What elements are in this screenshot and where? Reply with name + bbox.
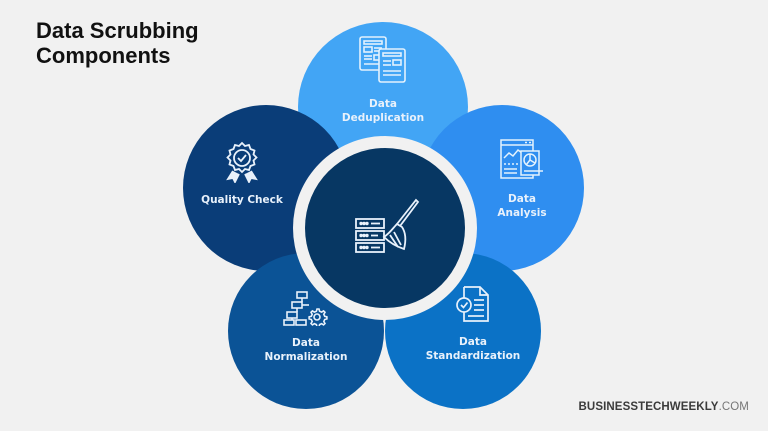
hierarchy-gear-icon	[283, 291, 328, 326]
title-line-2: Components	[36, 43, 171, 68]
standardization-label-line-2: Standardization	[425, 350, 521, 362]
title-line-1: Data Scrubbing	[36, 18, 199, 43]
analysis-label-line-1: Data	[508, 193, 536, 205]
duplicate-documents-icon	[359, 36, 406, 83]
deduplication-label-line-1: Data	[369, 98, 397, 110]
page-title: Data Scrubbing Components	[36, 18, 199, 68]
center-hub	[305, 148, 465, 308]
normalization-label-line-2: Normalization	[264, 351, 348, 363]
analysis-label-line-2: Analysis	[497, 207, 547, 219]
normalization-label-line-1: Data	[292, 337, 320, 349]
quality-check-label: Quality Check	[201, 194, 283, 206]
standardization-label-line-1: Data	[459, 336, 487, 348]
brand-suffix: .COM	[718, 401, 749, 413]
deduplication-label-line-2: Deduplication	[341, 112, 425, 124]
document-check-icon	[456, 286, 489, 322]
brand-name: BUSINESSTECHWEEKLY	[578, 401, 719, 413]
server-broom-icon	[355, 198, 420, 253]
brand-watermark: BUSINESSTECHWEEKLY.COM	[579, 401, 749, 413]
award-badge-check-icon	[226, 141, 258, 183]
analytics-dashboard-icon	[500, 139, 543, 179]
